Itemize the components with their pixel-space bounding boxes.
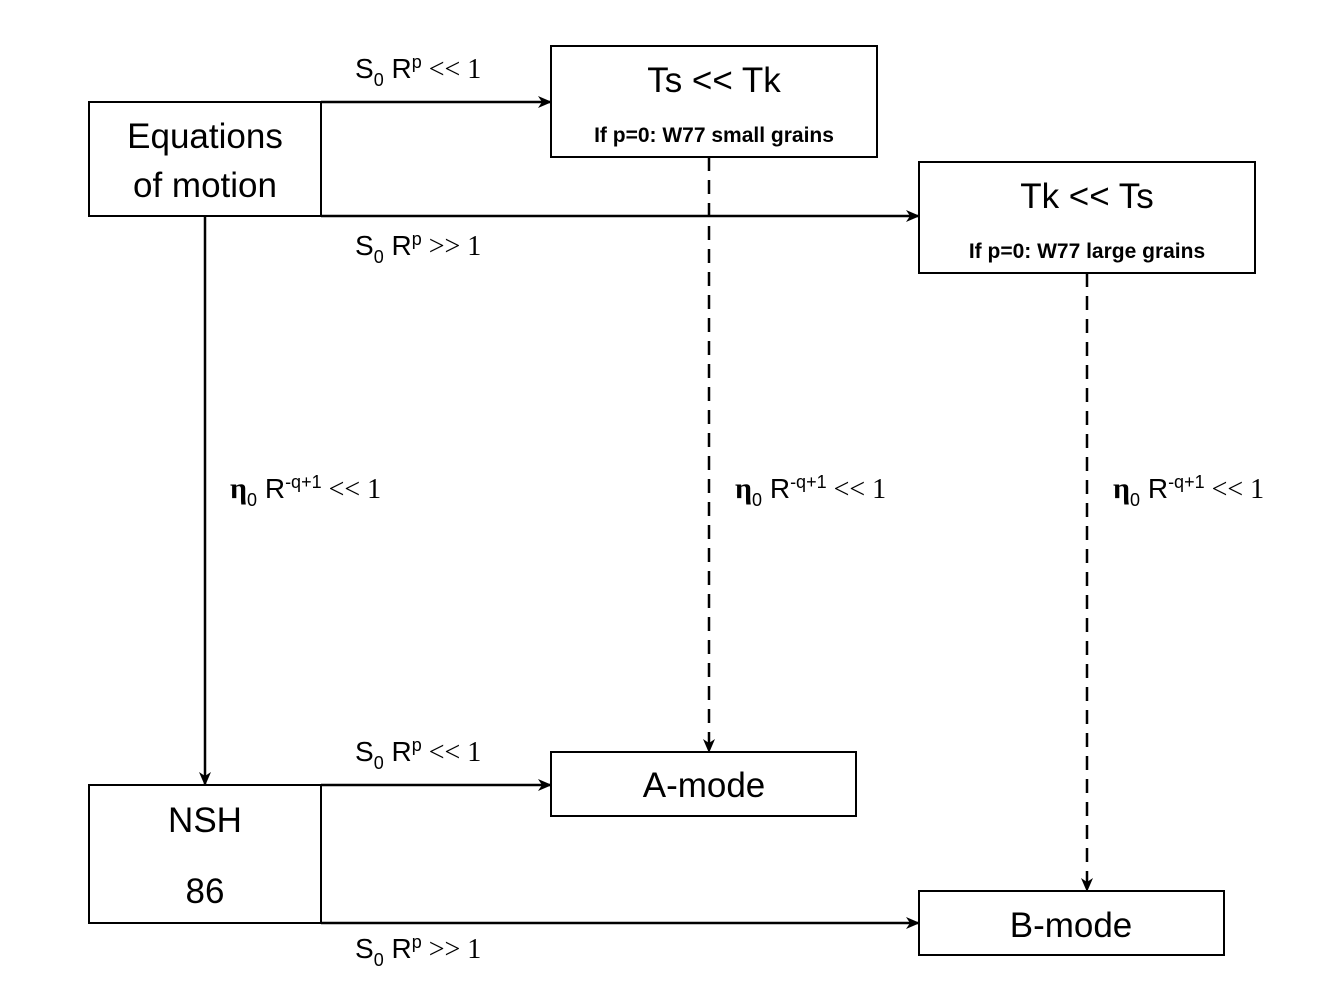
a-mode-label: A-mode [643, 766, 766, 805]
ts-less-tk-box: Ts << Tk If p=0: W77 small grains [550, 45, 878, 158]
b-mode-box: B-mode [918, 890, 1225, 956]
a-mode-box: A-mode [550, 751, 857, 817]
tk-ts-subtitle: If p=0: W77 large grains [969, 240, 1205, 263]
tk-ts-title: Tk << Ts [1020, 177, 1154, 216]
nsh-86-box: NSH 86 [88, 784, 322, 924]
equations-line1: Equations [127, 117, 283, 156]
condition-s0-rp-small-bottom: S0 Rp << 1 [355, 735, 481, 773]
b-mode-label: B-mode [1010, 906, 1133, 945]
condition-eta0-middle: η0 R-q+1 << 1 [735, 472, 886, 510]
condition-s0-rp-large-top: S0 Rp >> 1 [355, 229, 481, 267]
condition-s0-rp-small-top: S0 Rp << 1 [355, 52, 481, 90]
condition-eta0-left: η0 R-q+1 << 1 [230, 472, 381, 510]
nsh-line1: NSH [168, 801, 242, 840]
ts-tk-subtitle: If p=0: W77 small grains [594, 124, 834, 147]
condition-eta0-right: η0 R-q+1 << 1 [1113, 472, 1264, 510]
condition-s0-rp-large-bottom: S0 Rp >> 1 [355, 932, 481, 970]
nsh-line2: 86 [186, 872, 225, 911]
tk-less-ts-box: Tk << Ts If p=0: W77 large grains [918, 161, 1256, 274]
equations-of-motion-box: Equations of motion [88, 101, 322, 217]
equations-line2: of motion [133, 166, 277, 205]
ts-tk-title: Ts << Tk [647, 61, 781, 100]
